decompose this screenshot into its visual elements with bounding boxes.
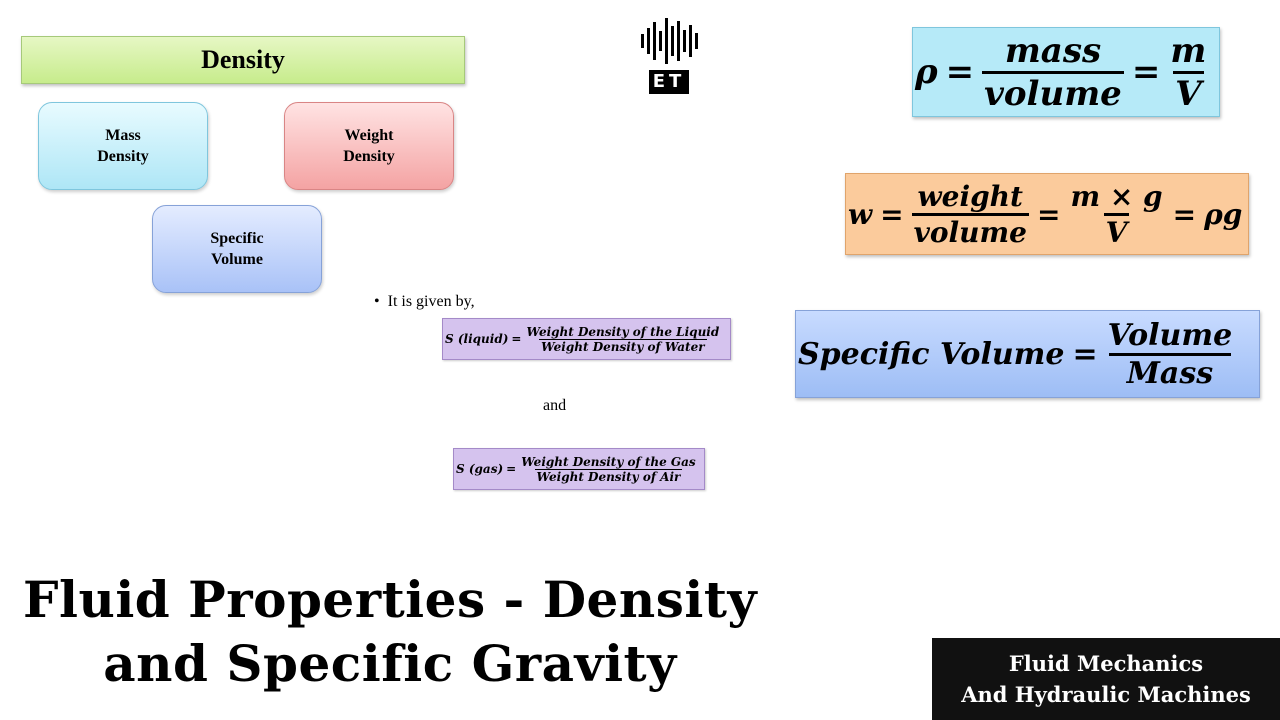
- equals-sign: =: [945, 52, 975, 92]
- density-header: Density: [21, 36, 465, 84]
- equals-sign: =: [1131, 52, 1161, 92]
- equals-sign: =: [1036, 197, 1061, 231]
- sg-liquid-lhs: S (liquid): [445, 332, 509, 346]
- numerator: Volume: [1107, 317, 1233, 353]
- volume-over-mass: Volume Mass: [1106, 318, 1235, 391]
- channel-logo: ET: [636, 16, 702, 102]
- sg-gas-lhs: S (gas): [456, 462, 504, 476]
- sg-gas-formula: S (gas) = Weight Density of the Gas Weig…: [453, 448, 705, 490]
- intro-text: It is given by,: [387, 293, 475, 310]
- denominator: volume: [911, 212, 1029, 249]
- series-badge: Fluid Mechanics And Hydraulic Machines: [932, 638, 1280, 720]
- equals-sign: =: [1172, 197, 1197, 231]
- denominator: V: [1173, 70, 1204, 114]
- w-symbol: w: [848, 197, 873, 231]
- bullet-icon: •: [374, 293, 388, 310]
- rho-symbol: ρ: [915, 52, 938, 92]
- numerator: weight: [917, 179, 1023, 213]
- mass-over-volume: mass volume: [982, 31, 1124, 114]
- sg-gas-fraction: Weight Density of the Gas Weight Density…: [519, 455, 698, 484]
- weight-over-volume: weight volume: [911, 179, 1029, 249]
- numerator: Weight Density of the Liquid: [526, 324, 720, 339]
- denominator: volume: [982, 70, 1124, 114]
- bullet-text: • It is given by,: [374, 293, 475, 311]
- waveform-icon: [636, 16, 702, 66]
- series-line-2: And Hydraulic Machines: [961, 682, 1251, 707]
- numerator: Weight Density of the Gas: [521, 454, 696, 469]
- equals-sign: =: [880, 197, 904, 231]
- denominator: Weight Density of Air: [534, 468, 683, 484]
- denominator: Mass: [1108, 352, 1232, 391]
- weight-density-formula: w = weight volume = m × g V = ρg: [845, 173, 1249, 255]
- equals-sign: =: [1072, 336, 1098, 372]
- title-line-1: Fluid Properties - Density: [22, 570, 758, 629]
- and-text: and: [543, 397, 567, 414]
- specific-volume-label: Specific Volume: [798, 336, 1065, 372]
- denominator: V: [1103, 212, 1130, 249]
- numerator: m × g: [1070, 179, 1163, 213]
- sg-liquid-formula: S (liquid) = Weight Density of the Liqui…: [442, 318, 731, 360]
- denominator: Weight Density of Water: [539, 338, 707, 354]
- rho-g: ρg: [1204, 197, 1243, 231]
- numerator: mass: [1004, 30, 1102, 71]
- weight-density-box: Weight Density: [284, 102, 454, 190]
- series-line-1: Fluid Mechanics: [1008, 651, 1204, 676]
- mg-over-v: m × g V: [1068, 180, 1164, 249]
- logo-text: ET: [649, 70, 689, 94]
- specific-volume-formula: Specific Volume = Volume Mass: [795, 310, 1260, 398]
- specific-volume-box: Specific Volume: [152, 205, 322, 293]
- title-line-2: and Specific Gravity: [103, 634, 677, 693]
- equals-sign: =: [506, 462, 517, 476]
- numerator: m: [1170, 30, 1207, 71]
- mass-density-formula: ρ = mass volume = m V: [912, 27, 1220, 117]
- sg-liquid-fraction: Weight Density of the Liquid Weight Dens…: [524, 325, 721, 354]
- equals-sign: =: [511, 332, 522, 346]
- mass-density-box: Mass Density: [38, 102, 208, 190]
- video-title: Fluid Properties - Density and Specific …: [0, 568, 780, 696]
- m-over-v: m V: [1168, 31, 1208, 114]
